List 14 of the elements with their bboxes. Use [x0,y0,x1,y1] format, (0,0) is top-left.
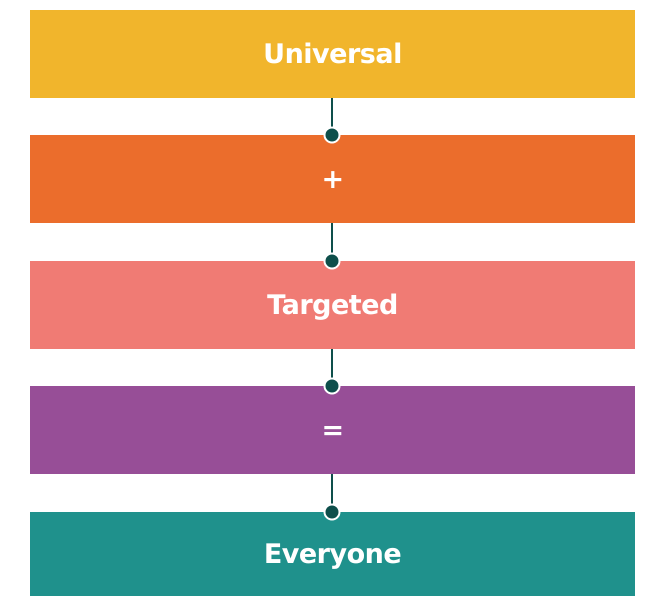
connector-line [324,98,340,144]
bar-label: Targeted [267,290,398,320]
stage-bar [30,135,635,223]
bar-label: Everyone [264,538,402,570]
bar-label: Universal [263,38,402,70]
stage-bar [30,10,635,98]
connector-line [324,474,340,520]
stage-bar [30,261,635,349]
bar-label: + [321,164,344,194]
connector-line [324,349,340,394]
connector-line [324,223,340,270]
stage-bar [30,512,635,596]
stage-bar [30,386,635,474]
bar-label: = [321,414,344,446]
